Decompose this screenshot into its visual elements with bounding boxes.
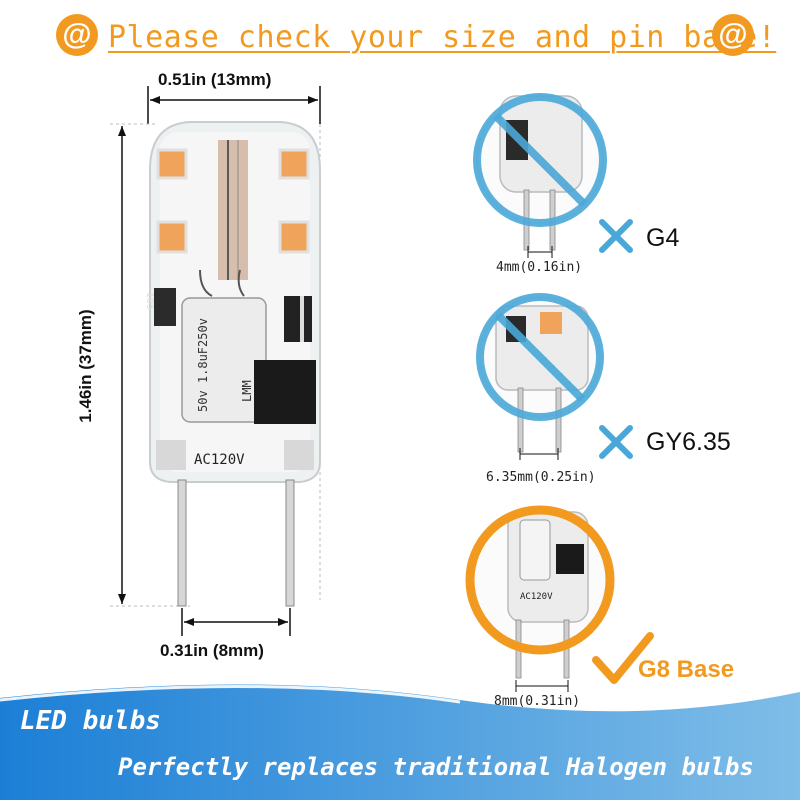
g4-label: G4 (646, 224, 680, 252)
height-dimension-line (110, 123, 190, 607)
at-icon-left: @ (56, 14, 98, 56)
g4-spacing-label: 4mm(0.16in) (496, 260, 583, 275)
gy635-spacing-label: 6.35mm(0.25in) (486, 470, 596, 485)
gy635-cross-icon (599, 425, 633, 459)
g4-bulb (473, 93, 607, 258)
footer-line-1: LED bulbs (20, 706, 161, 736)
voltage-marking: AC120V (194, 452, 245, 468)
g8-highlight-ring (465, 505, 615, 655)
main-bulb-body (149, 121, 321, 483)
width-label: 0.51in (13mm) (158, 70, 272, 89)
pin-spacing-label: 0.31in (8mm) (160, 641, 264, 660)
g8-bulb (465, 505, 615, 692)
header-title: Please check your size and pin base! (108, 20, 777, 55)
g4-prohibited-icon (473, 93, 607, 227)
g8-spacing-label: 8mm(0.31in) (494, 694, 581, 709)
footer-banner (0, 684, 800, 800)
gy635-label: GY6.35 (646, 428, 731, 456)
pin-spacing-line (181, 608, 291, 636)
g8-check-icon (592, 632, 654, 684)
g8-voltage-marking: AC120V (520, 592, 553, 602)
g4-cross-icon (599, 219, 633, 253)
at-icon-right: @ (712, 14, 754, 56)
g8-label: G8 Base (638, 656, 735, 683)
main-bulb-pins (177, 479, 295, 607)
footer-line-2: Perfectly replaces traditional Halogen b… (118, 753, 754, 781)
gy635-prohibited-icon (476, 293, 604, 421)
gy635-bulb (476, 293, 604, 460)
header-banner: @ Please check your size and pin base! @ (0, 0, 800, 78)
